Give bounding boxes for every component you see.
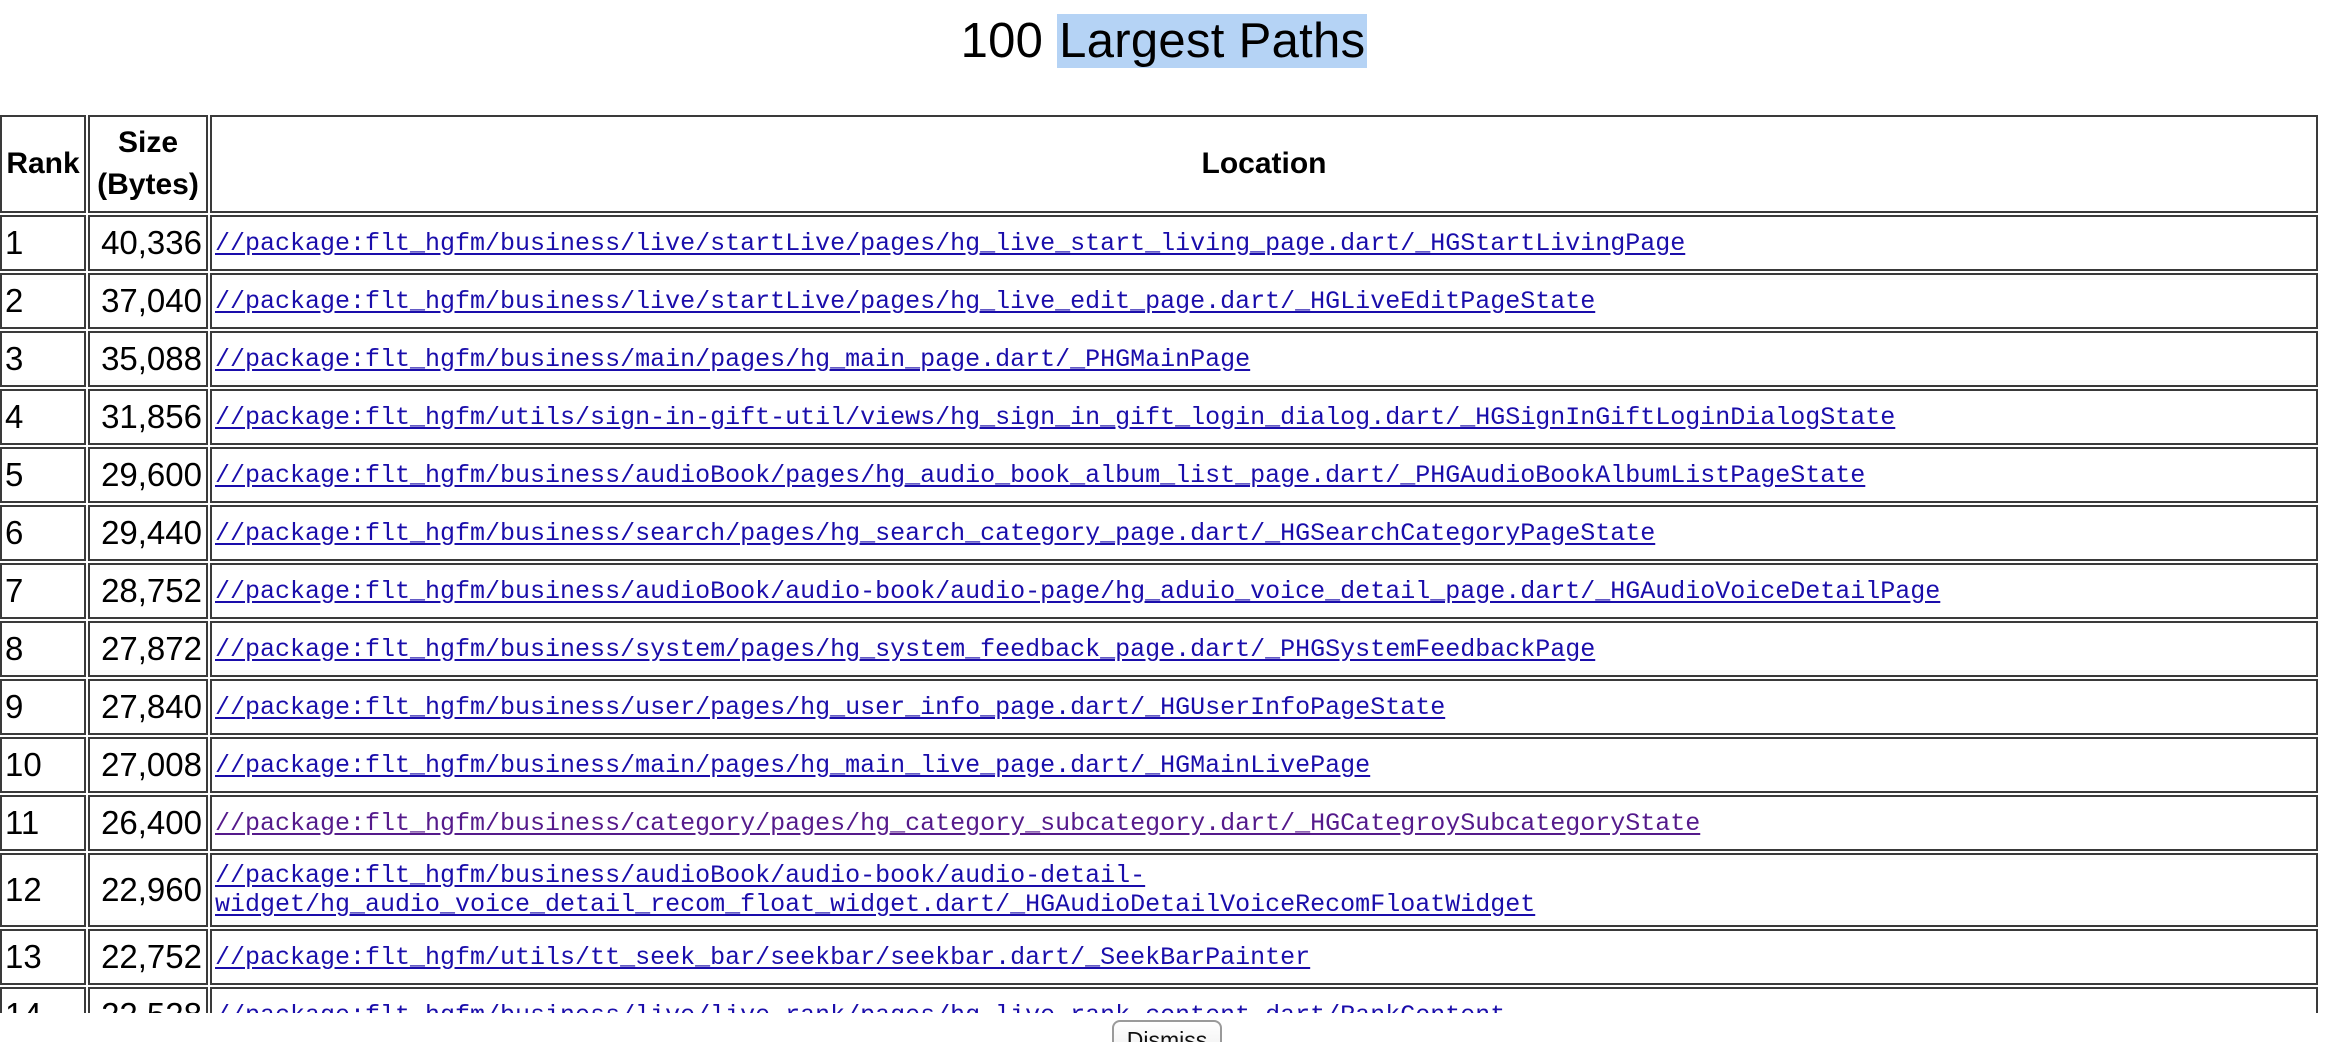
- location-link[interactable]: //package:flt_hgfm/business/live/startLi…: [215, 286, 1596, 316]
- location-link[interactable]: //package:flt_hgfm/business/live/startLi…: [215, 228, 1686, 258]
- rank-cell: 13: [0, 929, 86, 985]
- page-title: 100 Largest Paths: [961, 10, 1368, 72]
- location-link[interactable]: //package:flt_hgfm/business/search/pages…: [215, 518, 1656, 548]
- size-column-header: Size (Bytes): [88, 115, 208, 213]
- table-row: 11 26,400 //package:flt_hgfm/business/ca…: [0, 795, 2318, 851]
- location-cell: //package:flt_hgfm/business/system/pages…: [210, 621, 2318, 677]
- location-link[interactable]: //package:flt_hgfm/business/main/pages/h…: [215, 344, 1251, 374]
- size-cell: 31,856: [88, 389, 208, 445]
- table-row: 13 22,752 //package:flt_hgfm/utils/tt_se…: [0, 929, 2318, 985]
- rank-cell: 6: [0, 505, 86, 561]
- size-cell: 22,960: [88, 853, 208, 927]
- table-row: 7 28,752 //package:flt_hgfm/business/aud…: [0, 563, 2318, 619]
- dismiss-button[interactable]: Dismiss: [1112, 1020, 1222, 1042]
- location-cell: //package:flt_hgfm/business/audioBook/au…: [210, 853, 2318, 927]
- table-header-row: Rank Size (Bytes) Location: [0, 115, 2318, 213]
- rank-cell: 3: [0, 331, 86, 387]
- table-row: 14 22,528 //package:flt_hgfm/business/li…: [0, 987, 2318, 1013]
- location-cell: //package:flt_hgfm/business/audioBook/pa…: [210, 447, 2318, 503]
- location-cell: //package:flt_hgfm/business/live/startLi…: [210, 273, 2318, 329]
- rank-cell: 5: [0, 447, 86, 503]
- table-row: 9 27,840 //package:flt_hgfm/business/use…: [0, 679, 2318, 735]
- size-cell: 29,440: [88, 505, 208, 561]
- location-cell: //package:flt_hgfm/business/user/pages/h…: [210, 679, 2318, 735]
- table-row: 5 29,600 //package:flt_hgfm/business/aud…: [0, 447, 2318, 503]
- size-cell: 27,840: [88, 679, 208, 735]
- table-row: 12 22,960 //package:flt_hgfm/business/au…: [0, 853, 2318, 927]
- location-link[interactable]: //package:flt_hgfm/business/audioBook/au…: [215, 576, 1941, 606]
- location-link[interactable]: //package:flt_hgfm/business/live/live-ra…: [215, 1001, 1505, 1014]
- size-cell: 35,088: [88, 331, 208, 387]
- location-link-line2: widget/hg_audio_voice_detail_recom_float…: [215, 890, 1536, 919]
- location-column-header: Location: [210, 115, 2318, 213]
- size-cell: 22,752: [88, 929, 208, 985]
- location-link[interactable]: //package:flt_hgfm/business/main/pages/h…: [215, 750, 1371, 780]
- table-row: 8 27,872 //package:flt_hgfm/business/sys…: [0, 621, 2318, 677]
- rank-cell: 8: [0, 621, 86, 677]
- location-cell: //package:flt_hgfm/business/live/startLi…: [210, 215, 2318, 271]
- location-link[interactable]: //package:flt_hgfm/business/audioBook/pa…: [215, 460, 1866, 490]
- location-cell: //package:flt_hgfm/utils/sign-in-gift-ut…: [210, 389, 2318, 445]
- location-link[interactable]: //package:flt_hgfm/business/audioBook/au…: [215, 861, 1535, 919]
- location-link-line1: //package:flt_hgfm/business/audioBook/au…: [215, 861, 1146, 890]
- table-row: 10 27,008 //package:flt_hgfm/business/ma…: [0, 737, 2318, 793]
- size-cell: 28,752: [88, 563, 208, 619]
- largest-paths-table-container[interactable]: Rank Size (Bytes) Location 1 40,336 //pa…: [0, 113, 2322, 1013]
- size-cell: 27,872: [88, 621, 208, 677]
- size-cell: 27,008: [88, 737, 208, 793]
- size-cell: 29,600: [88, 447, 208, 503]
- location-cell: //package:flt_hgfm/business/main/pages/h…: [210, 737, 2318, 793]
- title-prefix: 100: [960, 14, 1058, 68]
- rank-cell: 14: [0, 987, 86, 1013]
- size-cell: 26,400: [88, 795, 208, 851]
- table-row: 1 40,336 //package:flt_hgfm/business/liv…: [0, 215, 2318, 271]
- size-header-line2: (Bytes): [97, 168, 199, 201]
- location-link[interactable]: //package:flt_hgfm/business/user/pages/h…: [215, 692, 1446, 722]
- rank-cell: 1: [0, 215, 86, 271]
- rank-cell: 9: [0, 679, 86, 735]
- rank-cell: 11: [0, 795, 86, 851]
- location-link[interactable]: //package:flt_hgfm/business/system/pages…: [215, 634, 1596, 664]
- location-link[interactable]: //package:flt_hgfm/utils/tt_seek_bar/see…: [215, 942, 1311, 972]
- rank-column-header: Rank: [0, 115, 86, 213]
- rank-cell: 2: [0, 273, 86, 329]
- size-cell: 22,528: [88, 987, 208, 1013]
- title-area: 100 Largest Paths: [0, 0, 2328, 100]
- location-link-visited[interactable]: //package:flt_hgfm/business/category/pag…: [215, 808, 1701, 838]
- rank-cell: 12: [0, 853, 86, 927]
- location-cell: //package:flt_hgfm/business/live/live-ra…: [210, 987, 2318, 1013]
- location-link[interactable]: //package:flt_hgfm/utils/sign-in-gift-ut…: [215, 402, 1896, 432]
- rank-cell: 4: [0, 389, 86, 445]
- location-cell: //package:flt_hgfm/utils/tt_seek_bar/see…: [210, 929, 2318, 985]
- table-row: 3 35,088 //package:flt_hgfm/business/mai…: [0, 331, 2318, 387]
- size-header-line1: Size: [117, 126, 179, 159]
- size-cell: 37,040: [88, 273, 208, 329]
- table-row: 2 37,040 //package:flt_hgfm/business/liv…: [0, 273, 2318, 329]
- rank-cell: 10: [0, 737, 86, 793]
- location-cell: //package:flt_hgfm/business/search/pages…: [210, 505, 2318, 561]
- table-row: 4 31,856 //package:flt_hgfm/utils/sign-i…: [0, 389, 2318, 445]
- location-cell: //package:flt_hgfm/business/main/pages/h…: [210, 331, 2318, 387]
- title-selected-text[interactable]: Largest Paths: [1057, 14, 1368, 68]
- location-cell: //package:flt_hgfm/business/category/pag…: [210, 795, 2318, 851]
- location-cell: //package:flt_hgfm/business/audioBook/au…: [210, 563, 2318, 619]
- rank-cell: 7: [0, 563, 86, 619]
- size-cell: 40,336: [88, 215, 208, 271]
- largest-paths-table: Rank Size (Bytes) Location 1 40,336 //pa…: [0, 113, 2320, 1013]
- table-row: 6 29,440 //package:flt_hgfm/business/sea…: [0, 505, 2318, 561]
